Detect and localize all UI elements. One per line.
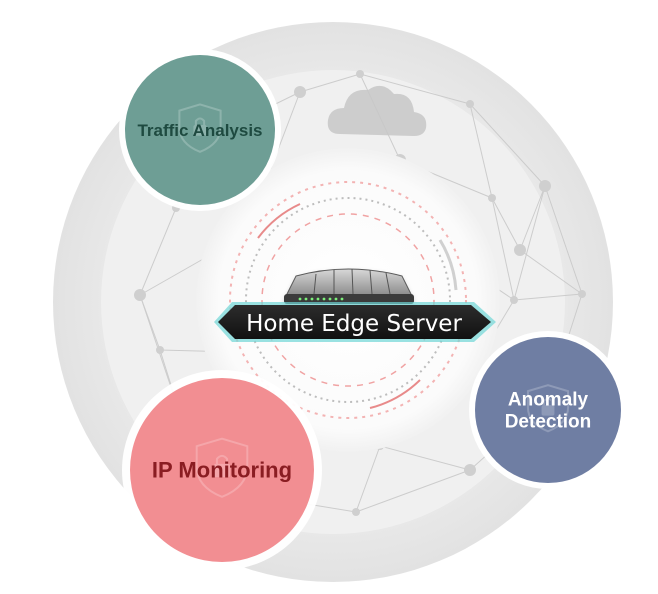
server-rings bbox=[229, 181, 467, 419]
mesh-link bbox=[491, 197, 515, 301]
shield-lock-icon bbox=[195, 437, 249, 498]
mesh-node bbox=[539, 180, 551, 192]
shield-lock-icon bbox=[526, 384, 570, 433]
mesh-link bbox=[139, 207, 177, 296]
mesh-node bbox=[294, 86, 306, 98]
mesh-node bbox=[514, 244, 526, 256]
router-icon bbox=[284, 268, 414, 304]
mesh-node bbox=[134, 289, 146, 301]
feature-bubbles: Traffic Analysis IP Monitoring AnomalyDete… bbox=[119, 49, 627, 570]
mesh-node bbox=[464, 464, 476, 476]
bubble-label: Anomaly bbox=[508, 390, 589, 411]
server-banner: Home Edge Server bbox=[214, 302, 496, 342]
bubble-label: Traffic Analysis bbox=[137, 121, 262, 140]
feature-traffic-analysis: Traffic Analysis bbox=[119, 49, 281, 211]
mesh-node bbox=[488, 194, 496, 202]
mesh-link bbox=[513, 293, 583, 301]
shield-lock-icon bbox=[178, 103, 222, 153]
mesh-node bbox=[510, 296, 518, 304]
cloud-icon bbox=[327, 85, 427, 136]
mesh-link bbox=[355, 469, 471, 513]
mesh-link bbox=[379, 445, 471, 471]
mesh-link bbox=[544, 185, 583, 295]
server-label: Home Edge Server bbox=[246, 311, 462, 337]
mesh-link bbox=[491, 197, 521, 251]
bubble-label: IP Monitoring bbox=[152, 458, 292, 483]
mesh-link bbox=[139, 253, 213, 296]
mesh-link bbox=[519, 249, 583, 295]
bubble-circle bbox=[130, 378, 314, 562]
mesh-link bbox=[519, 185, 546, 251]
mesh-node bbox=[578, 290, 586, 298]
mesh-link bbox=[139, 294, 161, 351]
mesh-link bbox=[299, 73, 361, 93]
bubble-circle bbox=[125, 55, 275, 205]
mesh-node bbox=[156, 346, 164, 354]
mesh-link bbox=[355, 445, 381, 513]
feature-ip-monitoring: IP Monitoring bbox=[122, 370, 322, 570]
mesh-link bbox=[513, 185, 546, 301]
mesh-node bbox=[352, 508, 360, 516]
bubble-circle bbox=[475, 337, 621, 483]
mesh-link bbox=[469, 103, 546, 187]
bubble-label: Detection bbox=[505, 412, 592, 433]
mesh-link bbox=[359, 73, 471, 105]
mesh-node bbox=[466, 100, 474, 108]
mesh-link bbox=[469, 103, 493, 199]
mesh-node bbox=[356, 70, 364, 78]
